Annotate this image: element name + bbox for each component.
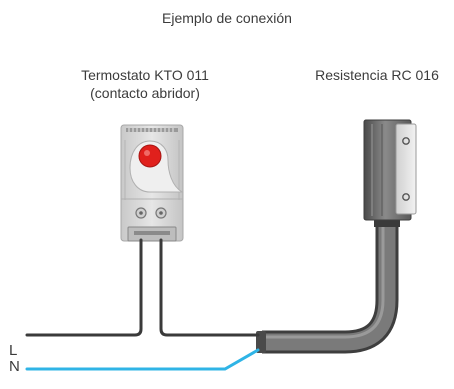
thermostat-wires: [25, 238, 260, 337]
thermostat-name: Termostato KTO 011: [81, 67, 209, 83]
thermostat-device: [120, 124, 184, 242]
live-label: L: [9, 342, 18, 359]
diagram-title: Ejemplo de conexión: [162, 10, 292, 26]
thermostat-label: Termostato KTO 011 (contacto abridor): [60, 66, 230, 102]
clamp-screw-icon: [402, 193, 410, 201]
thermostat-note: (contacto abridor): [90, 85, 200, 101]
clamp-screw-icon: [402, 137, 410, 145]
heater-label: Resistencia RC 016: [315, 67, 439, 83]
neutral-label: N: [9, 358, 20, 375]
heater-block: [363, 119, 417, 227]
heater-cable: [256, 218, 399, 354]
neutral-wire: [25, 348, 260, 371]
thermostat-knob-icon: [138, 144, 162, 168]
